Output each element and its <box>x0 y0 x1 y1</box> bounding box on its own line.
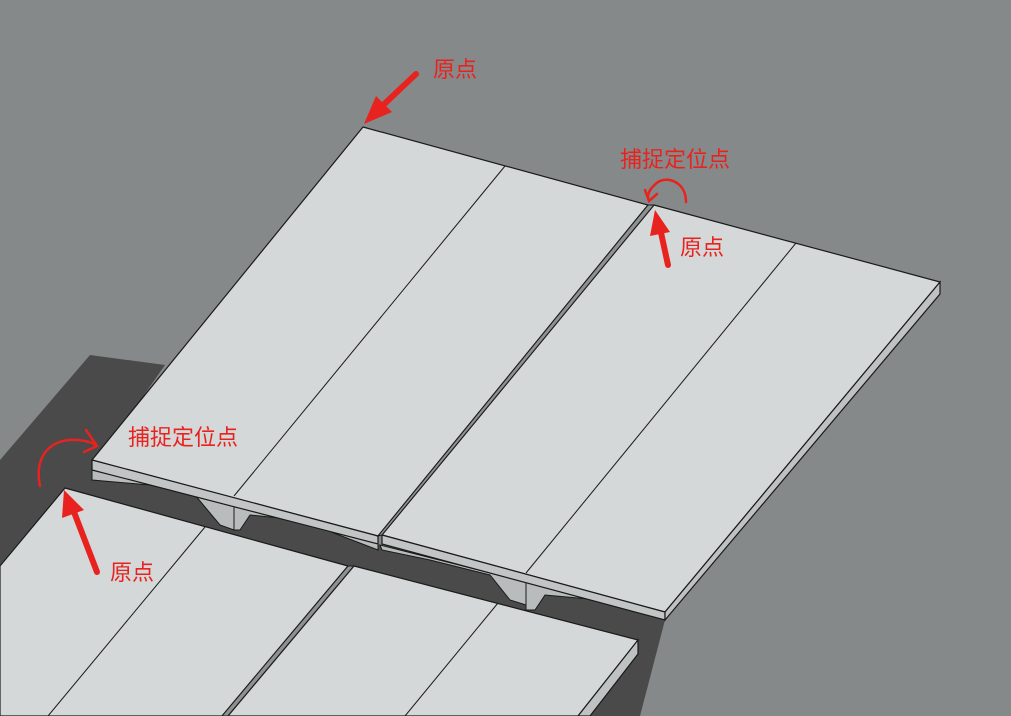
deck-side-left <box>91 459 379 545</box>
lower-deck-top-right <box>227 565 640 716</box>
deck-end-right <box>664 280 941 622</box>
label-origin-left: 原点 <box>110 561 155 586</box>
arrow-icon <box>364 96 392 124</box>
annotation-arrows <box>62 71 671 575</box>
lower-deck-gap <box>221 565 356 716</box>
curved-arrow-icon <box>643 188 659 204</box>
lower-deck-joint-right <box>404 602 499 716</box>
curved-arrow-icon <box>37 438 98 488</box>
lower-deck-end-right <box>577 638 639 716</box>
curved-arrows <box>37 178 688 488</box>
arrow-icon <box>650 210 670 236</box>
deck-gap <box>376 204 656 537</box>
deck-joint-right <box>525 242 797 574</box>
label-snap-point-left: 捕捉定位点 <box>128 426 239 451</box>
curved-arrow-icon <box>646 178 688 204</box>
curved-arrow-icon <box>82 428 99 454</box>
label-origin-top: 原点 <box>433 58 478 83</box>
lower-deck-joint-left <box>47 526 206 716</box>
arrow-icon <box>375 71 419 113</box>
label-snap-point-right: 捕捉定位点 <box>620 148 731 173</box>
deck-joint-left <box>233 165 506 497</box>
arrow-icon <box>71 509 100 575</box>
arrow-icon <box>657 225 671 268</box>
arrow-icon <box>62 490 84 518</box>
label-origin-right: 原点 <box>680 236 725 261</box>
